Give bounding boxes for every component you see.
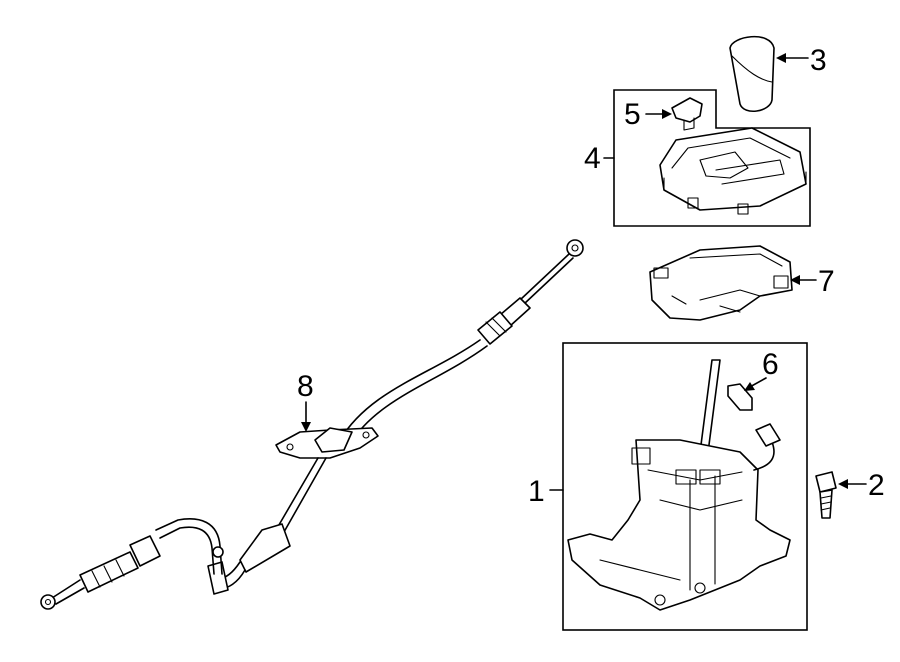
shifter-housing-cover <box>649 245 793 321</box>
callout-5: 5 <box>624 98 641 131</box>
clip <box>727 383 753 411</box>
callout-3: 3 <box>810 44 827 77</box>
callout-8: 8 <box>297 370 314 403</box>
shifter-callout-box <box>562 342 808 631</box>
callout-1: 1 <box>528 475 545 508</box>
bulb-socket <box>671 97 703 131</box>
shift-indicator-bezel <box>659 127 807 215</box>
callout-2: 2 <box>868 469 885 502</box>
shift-cable <box>40 239 584 610</box>
callout-6: 6 <box>762 348 779 381</box>
bezel-callout-box <box>613 89 811 227</box>
leaders <box>301 53 867 491</box>
bolt <box>815 471 837 519</box>
shifter-assembly <box>567 359 791 611</box>
callout-4: 4 <box>584 142 601 175</box>
callout-7: 7 <box>818 265 835 298</box>
shift-knob <box>729 35 775 112</box>
